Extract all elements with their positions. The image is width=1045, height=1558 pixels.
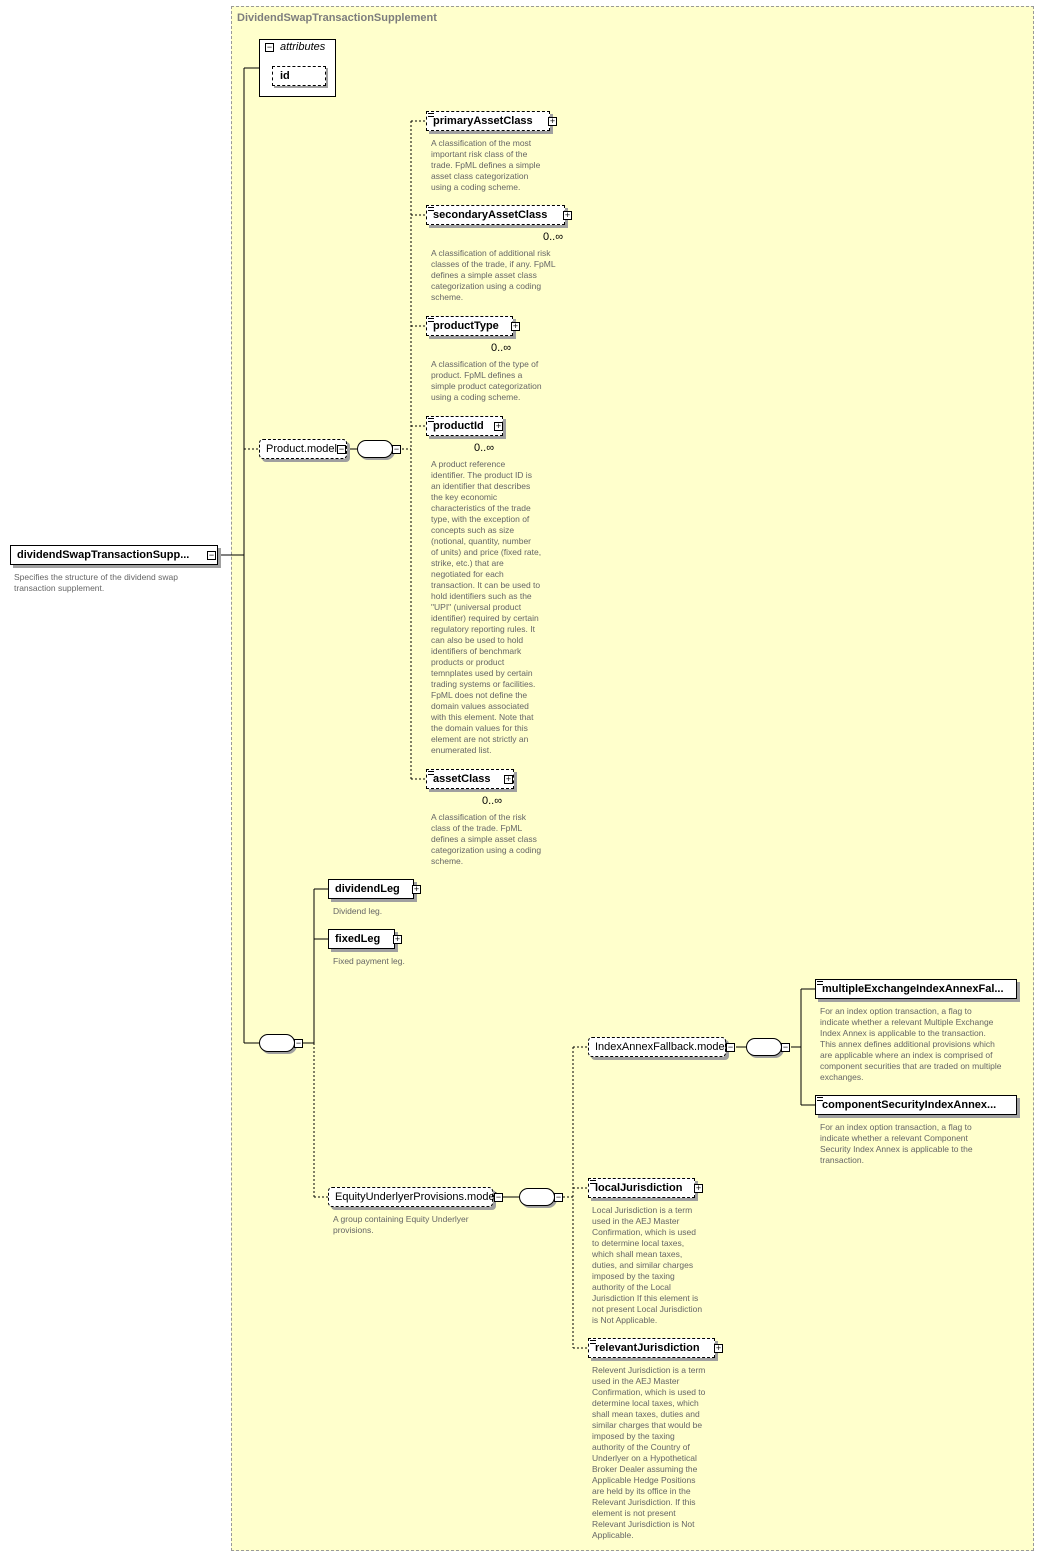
collapse-icon[interactable]: − [337, 444, 346, 454]
sequence-compositor [519, 1188, 555, 1206]
cardinality: 0..∞ [482, 795, 503, 807]
element-name: multipleExchangeIndexAnnexFal... [822, 983, 1004, 995]
collapse-icon[interactable]: − [726, 1042, 735, 1052]
element-description: A classification of the risk class of th… [431, 812, 542, 866]
element-primaryAssetClass[interactable]: primaryAssetClass + [426, 111, 557, 131]
group-description: A group containing Equity Underlyer prov… [333, 1214, 469, 1235]
equity-model-name: EquityUnderlyerProvisions.model [335, 1191, 498, 1203]
cardinality: 0..∞ [474, 442, 495, 454]
cardinality: 0..∞ [543, 231, 564, 243]
root-element-name: dividendSwapTransactionSupp... [17, 549, 190, 561]
expand-icon[interactable]: + [548, 116, 557, 126]
element-description: A classification of the type of product.… [431, 359, 542, 402]
choice-compositor [746, 1038, 782, 1056]
element-description: Dividend leg. [333, 906, 383, 916]
element-name: secondaryAssetClass [433, 209, 548, 221]
element-name: componentSecurityIndexAnnex... [822, 1099, 997, 1111]
product-model-name: Product.model [266, 443, 337, 455]
expand-icon[interactable]: + [494, 421, 503, 431]
element-name: fixedLeg [335, 933, 381, 945]
collapse-icon[interactable]: − [781, 1042, 790, 1052]
element-componentSecurityIndexAnnexFallback[interactable]: componentSecurityIndexAnnex... [815, 1095, 1017, 1115]
index-annex-model-group[interactable]: IndexAnnexFallback.model [588, 1037, 728, 1057]
collapse-icon[interactable]: − [265, 42, 274, 52]
element-fixedLeg[interactable]: fixedLeg + [328, 929, 402, 949]
cardinality: 0..∞ [491, 342, 512, 354]
element-description: A product reference identifier. The prod… [431, 459, 542, 755]
equity-model-group[interactable]: EquityUnderlyerProvisions.model [328, 1187, 497, 1207]
element-productId[interactable]: productId + [426, 416, 503, 436]
expand-icon[interactable]: + [714, 1343, 723, 1353]
element-description: Fixed payment leg. [333, 956, 405, 966]
sequence-compositor [357, 440, 393, 458]
attributes-label: attributes [280, 41, 326, 53]
element-name: dividendLeg [335, 883, 400, 895]
element-description: For an index option transaction, a flag … [820, 1006, 1002, 1082]
expand-icon[interactable]: + [504, 774, 513, 784]
expand-icon[interactable]: + [412, 884, 421, 894]
element-secondaryAssetClass[interactable]: secondaryAssetClass + [426, 205, 572, 225]
element-assetClass[interactable]: assetClass + [426, 769, 514, 789]
element-productType[interactable]: productType + [426, 316, 520, 336]
root-element[interactable]: dividendSwapTransactionSupp... − [10, 545, 218, 565]
element-name: productType [433, 320, 499, 332]
collapse-icon[interactable]: − [392, 444, 401, 454]
complex-type-frame [231, 6, 1034, 1551]
collapse-icon[interactable]: − [294, 1038, 303, 1048]
element-name: productId [433, 420, 484, 432]
element-description: For an index option transaction, a flag … [820, 1122, 973, 1165]
element-description: A classification of the most important r… [431, 138, 541, 192]
element-name: localJurisdiction [595, 1182, 683, 1194]
element-description: Relevent Jurisdiction is a term used in … [592, 1365, 706, 1540]
element-name: relevantJurisdiction [595, 1342, 700, 1354]
frame-title: DividendSwapTransactionSupplement [237, 12, 437, 24]
element-relevantJurisdiction[interactable]: relevantJurisdiction + [588, 1338, 723, 1358]
element-description: Local Jurisdiction is a term used in the… [592, 1205, 703, 1325]
expand-icon[interactable]: + [511, 321, 520, 331]
element-name: primaryAssetClass [433, 115, 533, 127]
expand-icon[interactable]: + [563, 210, 572, 220]
collapse-icon[interactable]: − [554, 1192, 563, 1202]
sequence-compositor [259, 1034, 295, 1052]
element-name: assetClass [433, 773, 491, 785]
expand-icon[interactable]: + [393, 934, 402, 944]
element-multipleExchangeIndexAnnexFallback[interactable]: multipleExchangeIndexAnnexFal... [815, 979, 1017, 999]
root-description: Specifies the structure of the dividend … [14, 572, 178, 593]
attribute-id[interactable]: id [272, 66, 326, 86]
collapse-icon[interactable]: − [207, 550, 216, 560]
expand-icon[interactable]: + [694, 1183, 703, 1193]
element-dividendLeg[interactable]: dividendLeg + [328, 879, 421, 899]
element-description: A classification of additional risk clas… [431, 248, 556, 302]
collapse-icon[interactable]: − [494, 1192, 503, 1202]
product-model-group[interactable]: Product.model [259, 439, 347, 459]
element-localJurisdiction[interactable]: localJurisdiction + [588, 1178, 703, 1198]
index-model-name: IndexAnnexFallback.model [595, 1041, 728, 1053]
